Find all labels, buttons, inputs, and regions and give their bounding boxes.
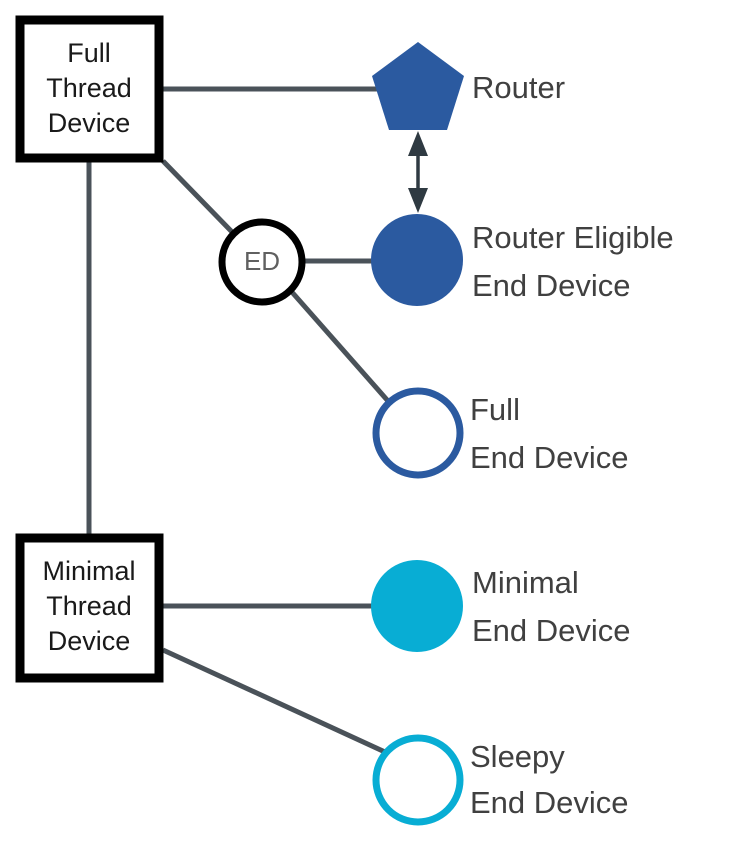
legend-label-sleepy-end-device-line-1: Sleepy	[470, 739, 565, 774]
legend-label-group: Router Router Eligible End Device Full E…	[470, 70, 674, 820]
connector-mtd-to-sed	[161, 647, 387, 755]
legend-label-sleepy-end-device-line-2: End Device	[470, 785, 629, 820]
legend-label-minimal-end-device-line-1: Minimal	[472, 565, 579, 600]
node-minimal-thread-device[interactable]: Minimal Thread Device	[15, 533, 164, 683]
filled-circle-cyan-icon	[371, 560, 463, 652]
legend-label-router-eligible-end-device-line-1: Router Eligible	[472, 220, 674, 255]
legend-shape-minimal-end-device[interactable]	[371, 560, 463, 652]
full-thread-device-label-line-1: Full	[67, 38, 111, 68]
router-reed-promotion-arrow	[408, 131, 428, 213]
legend-label-router-eligible-end-device-line-2: End Device	[472, 268, 631, 303]
legend-label-minimal-end-device-line-2: End Device	[472, 613, 631, 648]
minimal-thread-device-label-line-3: Device	[48, 626, 131, 656]
pentagon-icon	[372, 42, 464, 130]
minimal-thread-device-label-line-1: Minimal	[42, 556, 135, 586]
legend-label-full-end-device-line-1: Full	[470, 392, 520, 427]
legend-shape-full-end-device[interactable]	[372, 387, 464, 479]
full-thread-device-box	[15, 15, 164, 163]
connector-ftd-to-ed	[161, 159, 236, 236]
node-ed[interactable]: ED	[218, 218, 306, 306]
outline-circle-dark-blue-icon	[372, 387, 464, 479]
legend-shape-sleepy-end-device[interactable]	[372, 734, 464, 826]
filled-circle-dark-blue-icon	[371, 214, 463, 306]
legend-label-full-end-device-line-2: End Device	[470, 440, 629, 475]
node-full-thread-device[interactable]: Full Thread Device	[15, 15, 164, 163]
connector-ed-to-fed	[289, 289, 390, 403]
full-thread-device-label-line-3: Device	[48, 108, 131, 138]
ed-circle-outline	[218, 218, 306, 306]
legend-shape-router-eligible-end-device[interactable]	[371, 214, 463, 306]
minimal-thread-device-label-line-2: Thread	[46, 591, 132, 621]
legend-label-router: Router	[472, 70, 565, 105]
minimal-thread-device-box	[15, 533, 164, 683]
full-thread-device-label-line-2: Thread	[46, 73, 132, 103]
ed-node-label: ED	[244, 246, 280, 276]
arrow-head-down-icon	[408, 188, 428, 213]
arrow-head-up-icon	[408, 131, 428, 156]
outline-circle-cyan-icon	[372, 734, 464, 826]
connector-group	[86, 86, 390, 755]
legend-shape-router[interactable]	[372, 42, 464, 130]
